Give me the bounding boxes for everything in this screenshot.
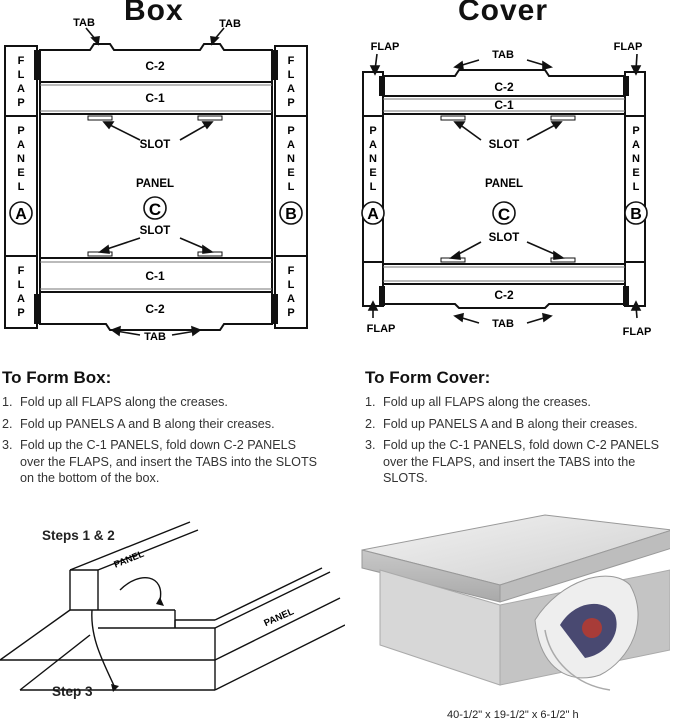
box-letter-b: B	[285, 206, 297, 223]
box-flap-left-letter: L	[18, 69, 25, 81]
box-tab-left-label: TAB	[73, 17, 95, 29]
fold-panel-upper-label: PANEL	[112, 549, 146, 571]
box-flap-right-letter: L	[288, 69, 295, 81]
box-c2-bottom-label: C-2	[145, 302, 165, 316]
box-panel-a-letter: L	[18, 181, 25, 193]
cover-flap-top-left-label: FLAP	[371, 41, 400, 53]
cover-panel-a-letter: E	[369, 167, 376, 179]
box-tab-right-label: TAB	[219, 18, 241, 30]
box-panel-a-letter: P	[17, 125, 24, 137]
box-letter-a: A	[15, 206, 27, 223]
box-c1-top-label: C-1	[145, 91, 165, 105]
form-cover-steps: 1.Fold up all FLAPS along the creases. 2…	[365, 394, 677, 492]
cover-c2-top-label: C-2	[494, 80, 514, 94]
fold-panel-lower-label: PANEL	[262, 606, 295, 629]
box-panel-a-letter: N	[17, 153, 25, 165]
box-flap-left-letter: F	[18, 55, 25, 67]
box-title: Box	[124, 0, 184, 27]
cover-tab-top-label: TAB	[492, 49, 514, 61]
cover-letter-a: A	[367, 206, 379, 223]
cover-panel-a-letter: P	[369, 125, 376, 137]
box-c1-bottom-label: C-1	[145, 269, 165, 283]
box-flap-left-bottom-letter: A	[17, 293, 25, 305]
form-box-steps: 1.Fold up all FLAPS along the creases. 2…	[2, 394, 320, 492]
box-tab-bottom-label: TAB	[144, 331, 166, 343]
cover-tab-bottom-label: TAB	[492, 318, 514, 330]
cover-panel-a-letter: N	[369, 153, 377, 165]
fold-diagram: PANEL PANEL	[0, 521, 345, 692]
cover-panel-b-letter: L	[633, 181, 640, 193]
cover-panel-a-letter: L	[370, 181, 377, 193]
form-box-step: 3.Fold up the C-1 PANELS, fold down C-2 …	[2, 438, 318, 485]
box-panel-label: PANEL	[136, 178, 174, 190]
box-flap-left-bottom-letter: L	[18, 279, 25, 291]
form-cover-heading: To Form Cover:	[365, 368, 491, 387]
form-box-step: 2.Fold up PANELS A and B along their cre…	[2, 416, 275, 431]
cover-flap-bottom-right-label: FLAP	[623, 326, 652, 338]
cover-diagram: FLAP FLAP TAB C-2 C-1 SLOT PANEL C SLOT …	[361, 41, 652, 338]
box-panel-b-letter: E	[287, 167, 294, 179]
cover-flap-top-right-label: FLAP	[614, 41, 643, 53]
box-flap-right-letter: P	[287, 97, 294, 109]
box-panel-b-letter: N	[287, 153, 295, 165]
box-panel-b-letter: A	[287, 139, 295, 151]
cover-panel-b-letter: N	[632, 153, 640, 165]
box-panel-b-letter: P	[287, 125, 294, 137]
box-flap-right-bottom-letter: A	[287, 293, 295, 305]
box-flap-right-bottom-letter: L	[288, 279, 295, 291]
box-panel-b-letter: L	[288, 181, 295, 193]
cover-slot-top-label: SLOT	[489, 139, 520, 151]
cover-panel-b-letter: E	[632, 167, 639, 179]
steps-1-2-label: Steps 1 & 2	[42, 528, 115, 543]
form-cover-step: 3.Fold up the C-1 PANELS, fold down C-2 …	[365, 438, 660, 485]
cover-panel-b-letter: A	[632, 139, 640, 151]
form-box-heading: To Form Box:	[2, 368, 112, 387]
box-panel-a-letter: A	[17, 139, 25, 151]
form-cover-step: 2.Fold up PANELS A and B along their cre…	[365, 416, 638, 431]
cover-slot-bottom-label: SLOT	[489, 232, 520, 244]
box-slot-top-label: SLOT	[140, 139, 171, 151]
cover-panel-a-letter: A	[369, 139, 377, 151]
cover-c2-bottom-label: C-2	[494, 288, 514, 302]
box-flap-right-bottom-letter: F	[288, 265, 295, 277]
box-diagram: TAB TAB C-2 C-1 SLOT PANEL C SLOT C-1 C-…	[4, 17, 308, 343]
box-flap-left-letter: P	[17, 97, 24, 109]
box-flap-right-bottom-letter: P	[287, 307, 294, 319]
box-panel-a-letter: E	[17, 167, 24, 179]
cover-flap-bottom-left-label: FLAP	[367, 323, 396, 335]
box-flap-left-bottom-letter: F	[18, 265, 25, 277]
box-panel-letter: C	[149, 200, 161, 219]
step-3-label: Step 3	[52, 684, 93, 699]
box-c2-top-label: C-2	[145, 59, 165, 73]
box-slot-bottom-label: SLOT	[140, 225, 171, 237]
box-flap-left-letter: A	[17, 83, 25, 95]
cover-panel-letter: C	[498, 205, 510, 224]
form-box-step: 1.Fold up all FLAPS along the creases.	[2, 395, 228, 409]
form-cover-step: 1.Fold up all FLAPS along the creases.	[365, 395, 591, 409]
box-photo	[361, 514, 670, 691]
cover-panel-label: PANEL	[485, 178, 523, 190]
photo-dimensions: 40-1/2" x 19-1/2" x 6-1/2" h	[447, 709, 579, 721]
box-flap-right-letter: A	[287, 83, 295, 95]
cover-letter-b: B	[630, 206, 642, 223]
cover-title: Cover	[458, 0, 549, 27]
box-flap-right-letter: F	[288, 55, 295, 67]
cover-c1-top-label: C-1	[494, 98, 514, 112]
box-flap-left-bottom-letter: P	[17, 307, 24, 319]
cover-panel-b-letter: P	[632, 125, 639, 137]
